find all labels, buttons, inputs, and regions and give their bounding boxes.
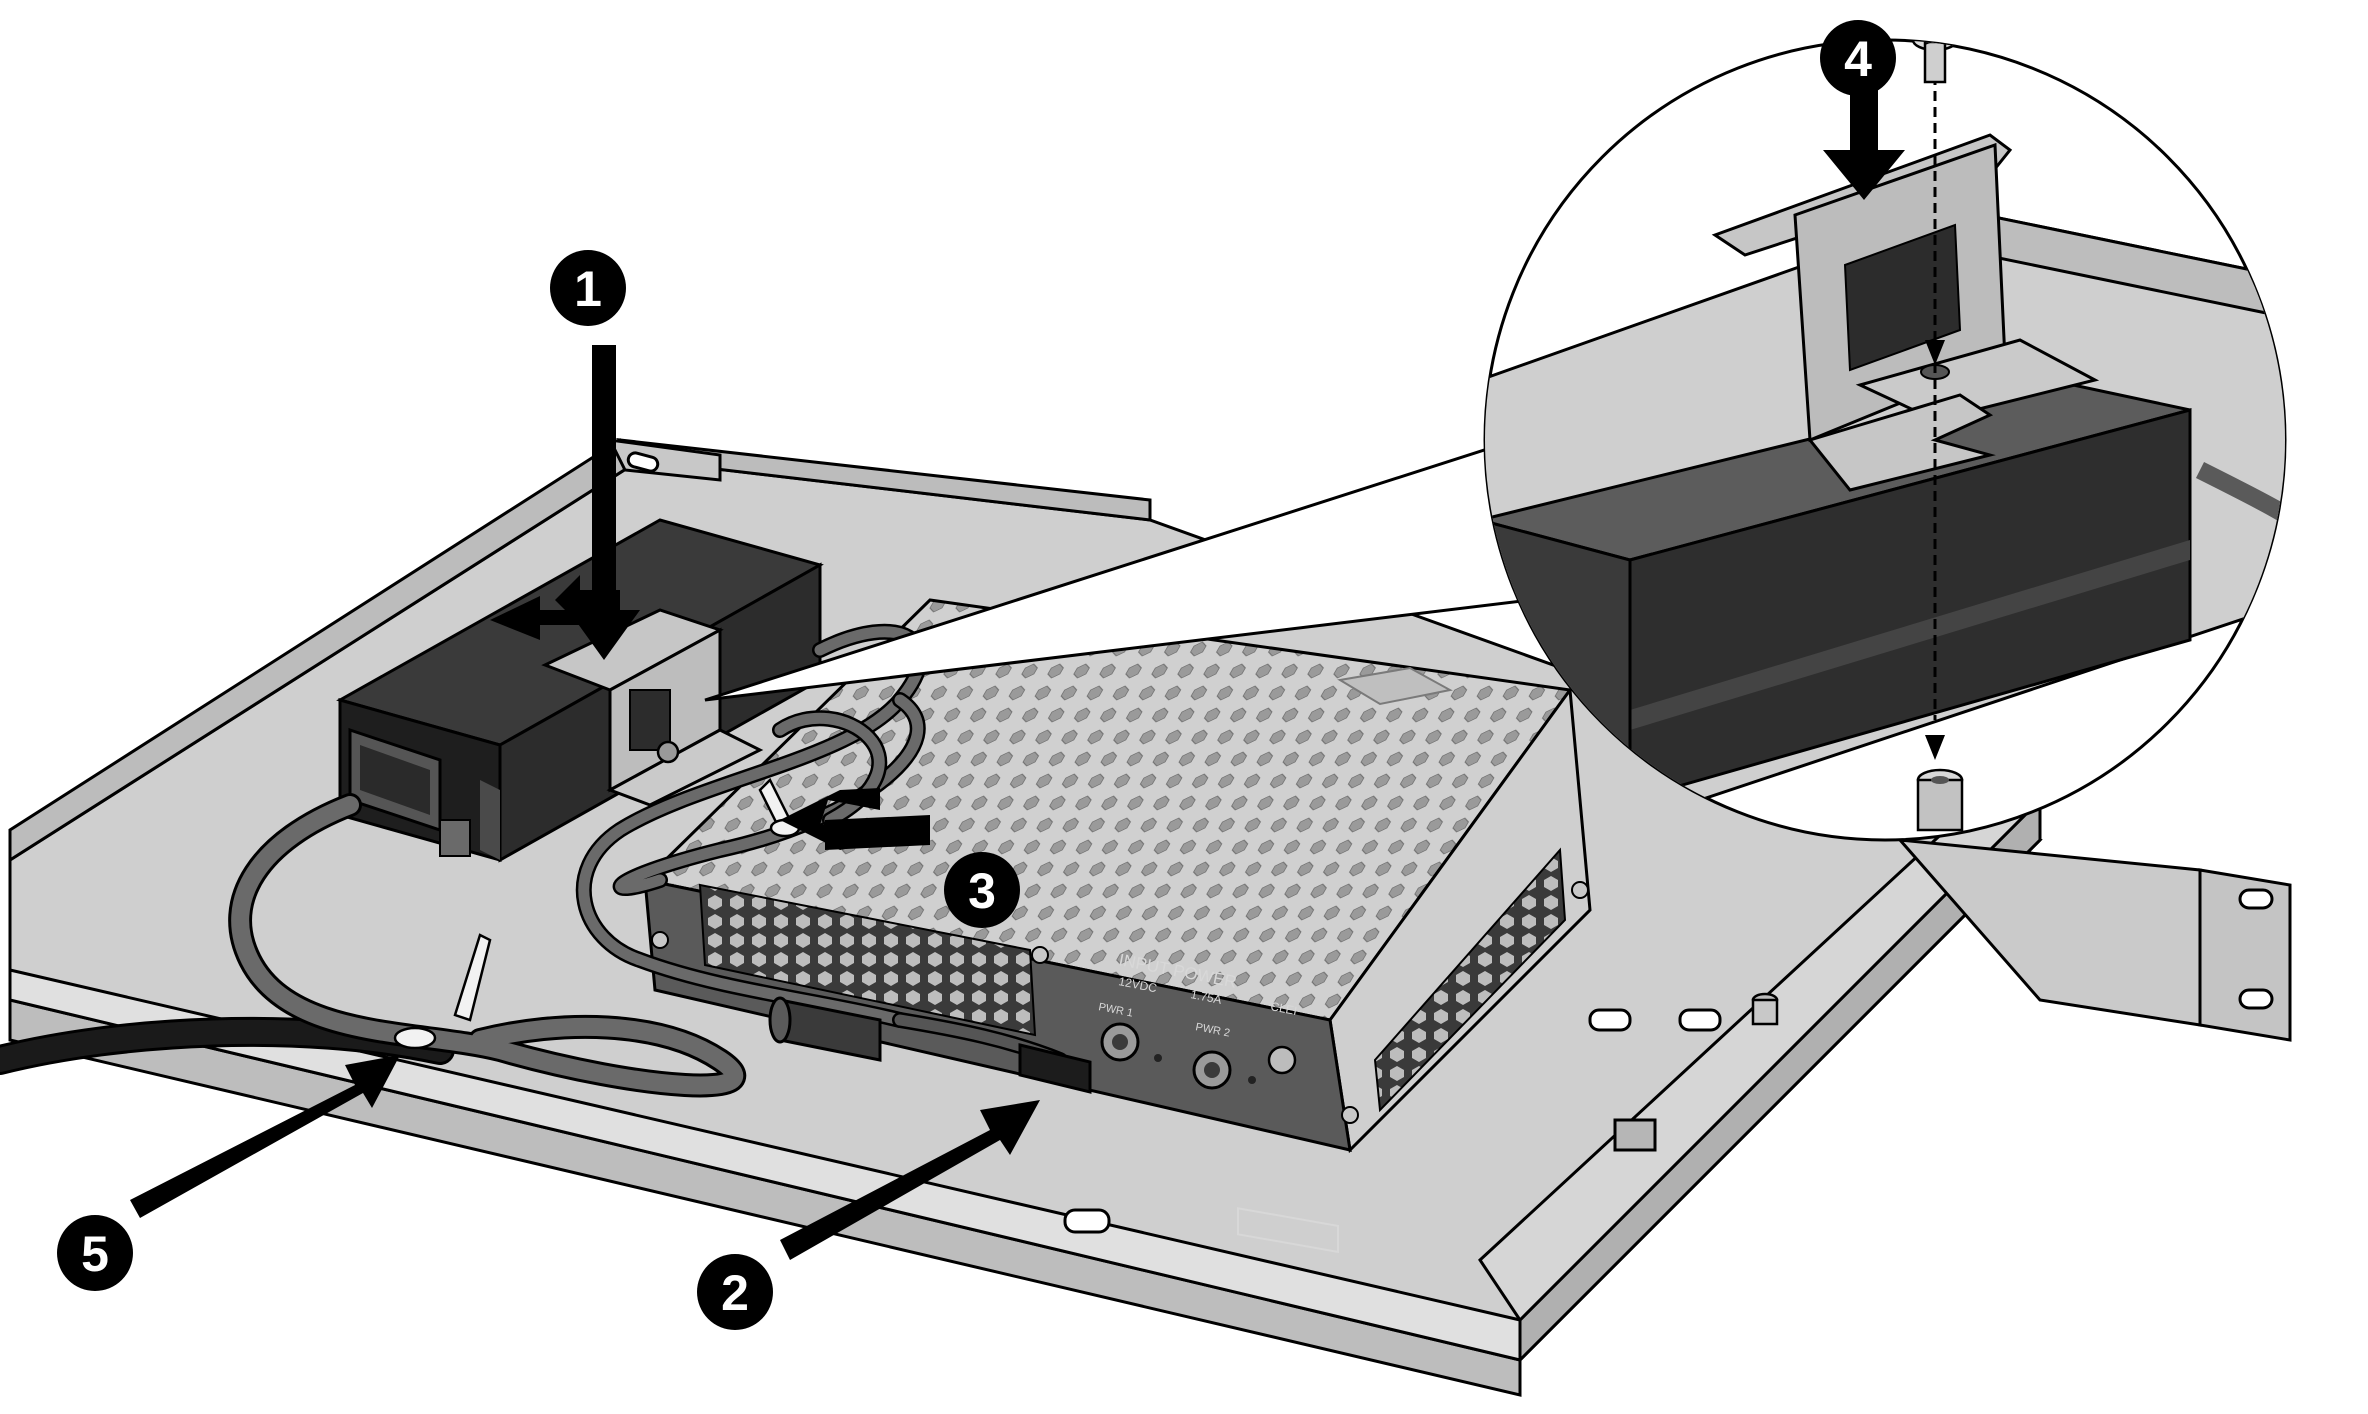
step-badge-1: 1	[550, 250, 626, 326]
step-number-3: 3	[968, 863, 996, 919]
arrow-step-4	[1823, 90, 1905, 200]
power-supply-unit	[641, 598, 1592, 1254]
arrow-step-1	[490, 345, 640, 660]
detail-magnifier	[1483, 38, 2287, 842]
step-number-5: 5	[81, 1226, 109, 1282]
arrow-step-5	[130, 1055, 400, 1218]
retaining-bracket	[541, 608, 764, 807]
current-rating: 1.75A	[1189, 987, 1222, 1007]
arrow-step-3	[780, 788, 930, 850]
cable-tie	[393, 777, 801, 1050]
step-badge-2: 2	[697, 1254, 773, 1330]
step-badge-3: 3	[944, 852, 1020, 928]
ferrite-bead	[768, 996, 882, 1062]
dc-plug	[1018, 1043, 1092, 1094]
arrow-step-2	[780, 1100, 1040, 1260]
step-number-2: 2	[721, 1265, 749, 1321]
step-badge-5: 5	[57, 1215, 133, 1291]
clei-label: CLEI	[1269, 999, 1298, 1018]
step-badge-4: 4	[1820, 20, 1896, 96]
step-number-1: 1	[574, 261, 602, 317]
step-number-4: 4	[1844, 31, 1872, 87]
